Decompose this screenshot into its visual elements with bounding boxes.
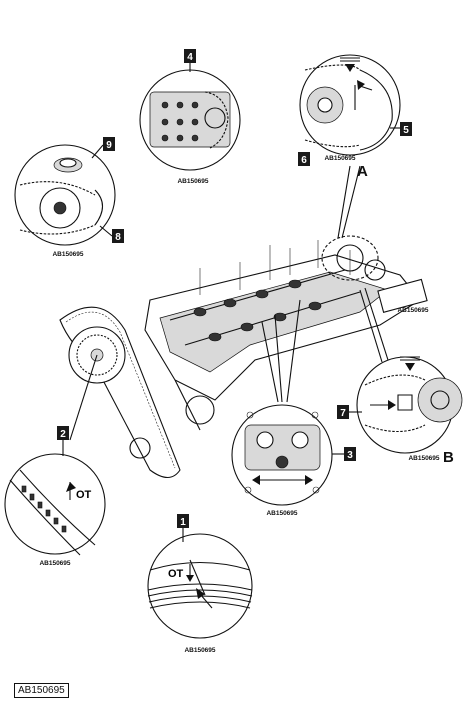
view-b-letter: B [443,449,454,466]
callout-4-badge [184,49,196,63]
figure-id-label: AB150695 [14,683,69,698]
callout-8-ref: AB150695 [52,251,83,258]
callout-1-ot-mark: OT [168,568,184,580]
callout-1-badge [177,514,189,528]
callout-1-detail: OT [147,533,253,639]
callout-8-badge [112,229,124,243]
timing-belt-drawing [59,306,181,479]
callout-6-number: 6 [301,155,307,166]
cylinder-head-drawing [144,165,428,431]
callout-8-number: 8 [115,232,121,243]
callout-9-badge [103,137,115,151]
callout-2-ot-mark: OT [76,489,92,501]
callout-2-ref: AB150695 [39,560,70,567]
callout-4-number: 4 [187,52,193,63]
callout-4-detail [139,69,241,171]
callout-5-number: 5 [403,125,409,136]
callout-1-ref: AB150695 [184,647,215,654]
callout-6-ref: AB150695 [324,155,355,162]
main-drawing-ref: AB150695 [397,307,428,314]
view-a-letter: A [357,163,368,180]
view-a-detail [299,54,401,156]
callout-3-number: 3 [347,450,353,461]
callout-4-ref: AB150695 [177,178,208,185]
callout-2-detail: OT [4,453,106,556]
callout-7-badge [337,405,349,419]
callout-3-badge [344,447,356,461]
callout-9-number: 9 [106,140,112,151]
callout-7-number: 7 [340,408,346,419]
callout-6-badge [298,152,310,166]
callout-1-number: 1 [180,517,186,528]
callout-5-badge [400,122,412,136]
callout-3-detail [231,404,333,506]
view-b-ref: AB150695 [408,455,439,462]
view-b-detail [356,356,463,454]
callout-3-ref: AB150695 [266,510,297,517]
callout-2-badge [57,426,69,440]
callout-8-9-detail [14,144,116,246]
callout-2-number: 2 [60,429,66,440]
